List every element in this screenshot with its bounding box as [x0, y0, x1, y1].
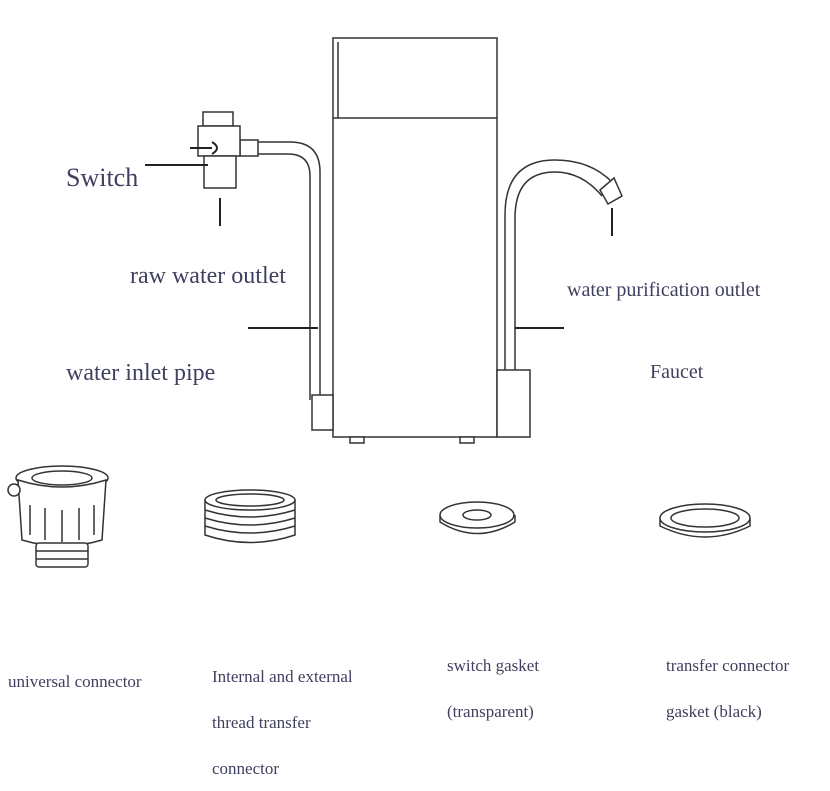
label-switch-gasket-line2: (transparent) [447, 702, 534, 721]
label-water-purification-outlet: water purification outlet [567, 279, 761, 301]
label-universal-connector: universal connector [8, 672, 142, 691]
label-switch: Switch [66, 163, 139, 192]
label-transfer-gasket-line1: transfer connector [666, 656, 790, 675]
label-thread-connector-line2: thread transfer [212, 713, 311, 732]
universal-connector-drawing [7, 465, 109, 568]
label-faucet: Faucet [650, 361, 704, 383]
switch-drawing [190, 111, 241, 189]
label-thread-connector-line3: connector [212, 759, 280, 778]
label-transfer-gasket-line2: gasket (black) [666, 702, 762, 721]
switch-gasket-drawing [439, 501, 516, 535]
label-thread-connector-line1: Internal and external [212, 667, 353, 686]
label-water-inlet-pipe: water inlet pipe [66, 360, 216, 386]
inlet-pipe-drawing [239, 139, 334, 431]
leader-lines [145, 164, 613, 329]
transfer-gasket-drawing [659, 503, 751, 538]
faucet-drawing [496, 159, 623, 438]
purifier-unit [332, 37, 498, 444]
label-raw-water-outlet: raw water outlet [130, 263, 286, 289]
thread-connector-drawing [204, 489, 296, 544]
label-switch-gasket-line1: switch gasket [447, 656, 540, 675]
